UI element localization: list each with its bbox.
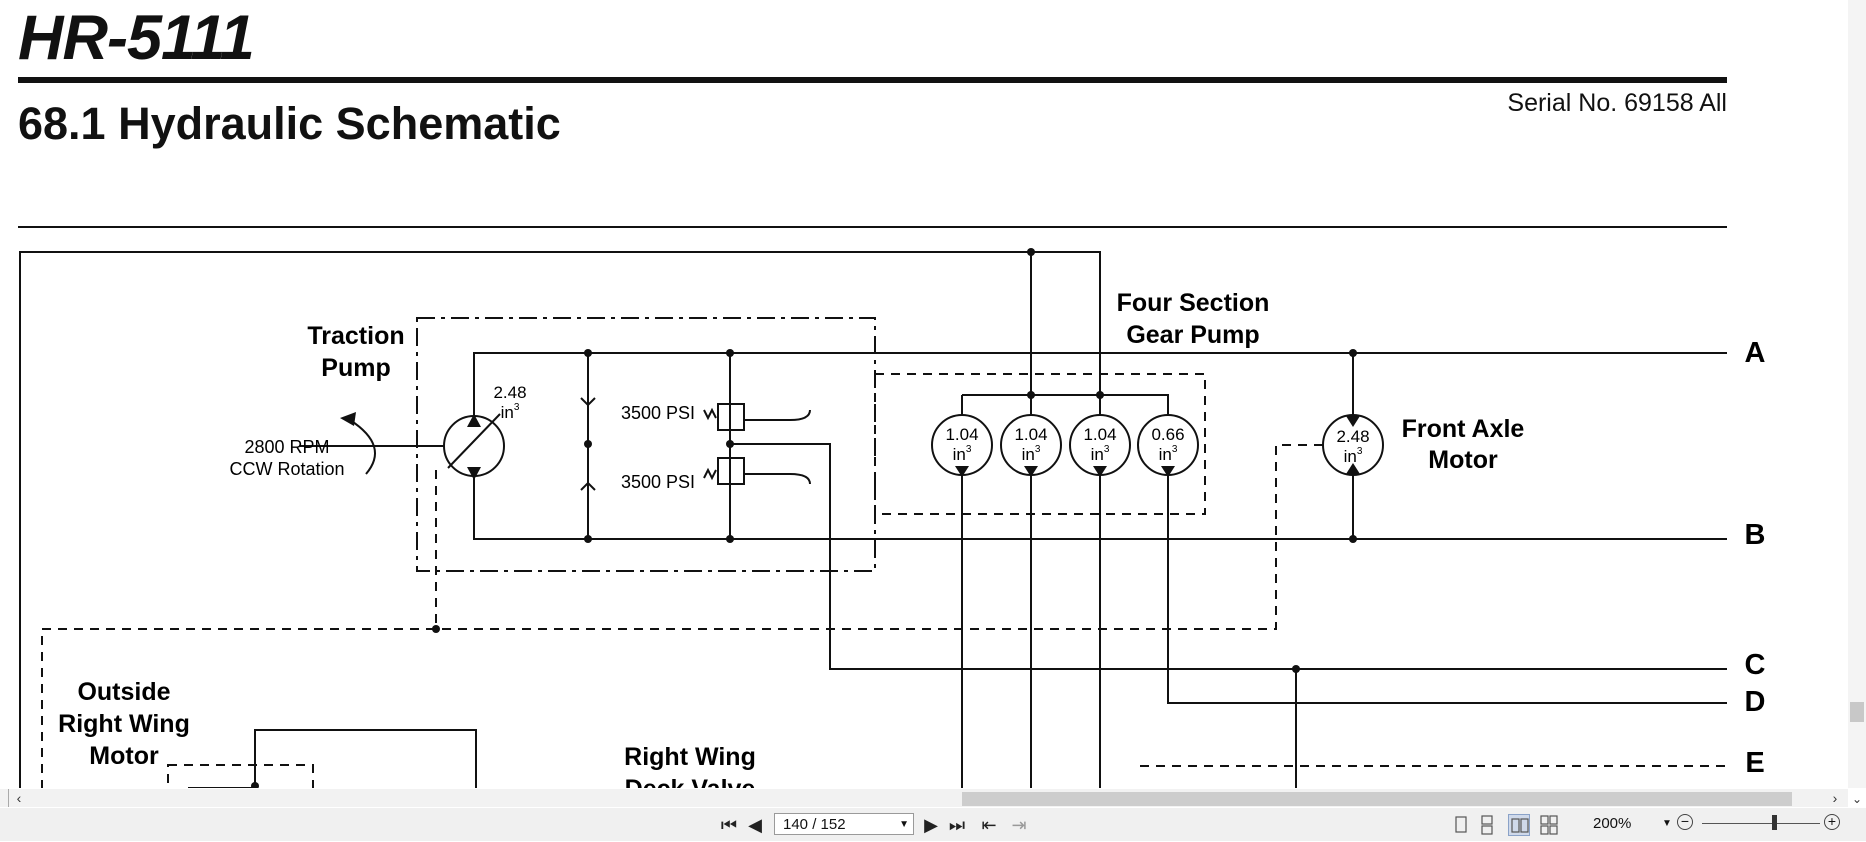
traction-pump-label-1: Traction xyxy=(307,322,404,350)
rpm-label: 2800 RPM xyxy=(244,437,329,457)
last-page-icon[interactable]: ⏭ xyxy=(948,815,966,835)
horizontal-scroll-thumb[interactable] xyxy=(962,792,1792,806)
front-axle-label-2: Motor xyxy=(1428,446,1498,474)
traction-pump-unit: in3 xyxy=(501,402,520,422)
zoom-slider[interactable] xyxy=(1702,823,1820,824)
schematic-labels: Traction Pump 2.48 in3 2800 RPM CCW Rota… xyxy=(58,289,1766,788)
zoom-slider-handle[interactable] xyxy=(1772,815,1777,830)
section-title: 68.1 Hydraulic Schematic xyxy=(18,98,561,149)
traction-pump-displacement: 2.48 xyxy=(493,383,526,402)
gear-section-3: 1.04 xyxy=(1083,425,1116,444)
gear-unit-2: in3 xyxy=(1022,444,1041,464)
model-title: HR-5111 xyxy=(18,3,255,73)
gear-pump-label-2: Gear Pump xyxy=(1126,321,1259,349)
gear-unit-3: in3 xyxy=(1091,444,1110,464)
next-page-icon[interactable]: ▶ xyxy=(924,815,938,835)
front-axle-displacement: 2.48 xyxy=(1336,427,1369,446)
page-dropdown-icon[interactable]: ▼ xyxy=(899,819,909,830)
scroll-corner xyxy=(0,789,9,807)
page-indicator[interactable]: 140 / 152 ▼ xyxy=(774,813,914,835)
outside-motor-label-2: Right Wing xyxy=(58,710,190,738)
zoom-in-icon[interactable]: + xyxy=(1824,814,1840,830)
document-view: HR-5111 68.1 Hydraulic Schematic Serial … xyxy=(18,3,1766,788)
gear-section-2: 1.04 xyxy=(1014,425,1047,444)
outside-motor-label-3: Motor xyxy=(89,742,159,770)
gear-unit-1: in3 xyxy=(953,444,972,464)
first-page-icon[interactable]: ⏮ xyxy=(720,815,738,835)
gear-section-4: 0.66 xyxy=(1151,425,1184,444)
next-view-icon[interactable]: ⇥ xyxy=(1011,815,1027,835)
hydraulic-schematic xyxy=(19,248,1727,788)
deck-valve-label-1: Right Wing xyxy=(624,743,756,771)
vertical-scrollbar[interactable] xyxy=(1848,0,1866,788)
gear-section-1: 1.04 xyxy=(945,425,978,444)
previous-page-icon[interactable]: ◀ xyxy=(748,815,762,835)
line-letter-b: B xyxy=(1745,519,1766,551)
single-page-icon[interactable] xyxy=(1450,814,1472,836)
title-rule xyxy=(18,77,1727,83)
unit-exponent: 3 xyxy=(514,402,520,413)
page-indicator-text: 140 / 152 xyxy=(783,816,846,833)
traction-pump-label-2: Pump xyxy=(321,354,390,382)
continuous-icon[interactable] xyxy=(1476,814,1498,836)
section-rule xyxy=(18,226,1727,228)
relief-upper-label: 3500 PSI xyxy=(621,403,695,423)
front-axle-label-1: Front Axle xyxy=(1402,415,1525,443)
scroll-right-icon[interactable]: › xyxy=(1832,790,1838,806)
line-letter-d: D xyxy=(1745,686,1766,718)
previous-view-icon[interactable]: ⇤ xyxy=(981,815,997,835)
serial-number: Serial No. 69158 All xyxy=(1507,89,1727,117)
gear-unit-4: in3 xyxy=(1159,444,1178,464)
facing-icon[interactable] xyxy=(1508,814,1530,836)
unit-exponent: 3 xyxy=(1035,444,1041,455)
front-axle-unit: in3 xyxy=(1344,446,1363,466)
gear-pump-label-1: Four Section xyxy=(1117,289,1270,317)
vertical-scroll-thumb[interactable] xyxy=(1850,702,1864,722)
zoom-out-icon[interactable]: − xyxy=(1677,814,1693,830)
line-letter-c: C xyxy=(1745,649,1766,681)
scroll-down-icon[interactable]: ⌄ xyxy=(1851,792,1863,806)
line-letter-a: A xyxy=(1745,337,1766,369)
unit-exponent: 3 xyxy=(1172,444,1178,455)
zoom-dropdown-icon[interactable]: ▼ xyxy=(1662,818,1672,829)
deck-valve-label-2: Deck Valve xyxy=(625,775,756,788)
zoom-level[interactable]: 200% xyxy=(1593,815,1632,832)
relief-lower-label: 3500 PSI xyxy=(621,472,695,492)
line-letter-e: E xyxy=(1745,747,1764,779)
rotation-label: CCW Rotation xyxy=(229,459,344,479)
continuous-facing-icon[interactable] xyxy=(1538,814,1560,836)
unit-exponent: 3 xyxy=(1104,444,1110,455)
scroll-left-icon[interactable]: ‹ xyxy=(16,790,22,806)
unit-exponent: 3 xyxy=(1357,446,1363,457)
unit-exponent: 3 xyxy=(966,444,972,455)
outside-motor-label-1: Outside xyxy=(77,678,170,706)
